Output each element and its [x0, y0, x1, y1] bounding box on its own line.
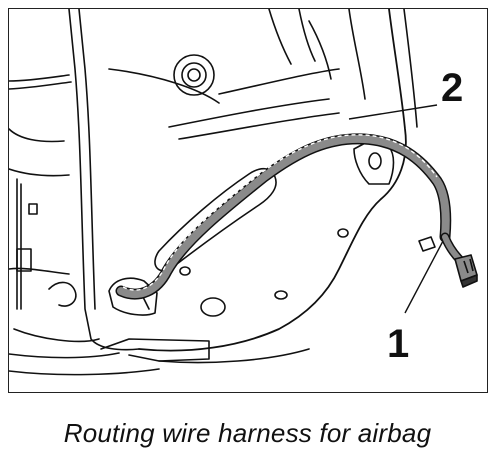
harness-connector — [418, 236, 478, 288]
leader-line-1 — [404, 240, 444, 314]
line-drawing: 2 1 — [8, 8, 488, 393]
panel-holes — [179, 228, 349, 317]
wire-harness — [115, 133, 466, 300]
callout-1: 1 — [387, 322, 409, 366]
left-structure — [9, 74, 160, 376]
figure-caption: Routing wire harness for airbag — [63, 418, 432, 448]
leader-line-2 — [348, 104, 438, 120]
door-panel — [68, 9, 418, 364]
raised-ridges — [108, 20, 340, 140]
callout-2: 2 — [441, 66, 463, 110]
leader-lines — [348, 104, 444, 314]
door-panel-illustration: 2 1 — [9, 9, 478, 376]
bolt-upper — [173, 54, 215, 96]
